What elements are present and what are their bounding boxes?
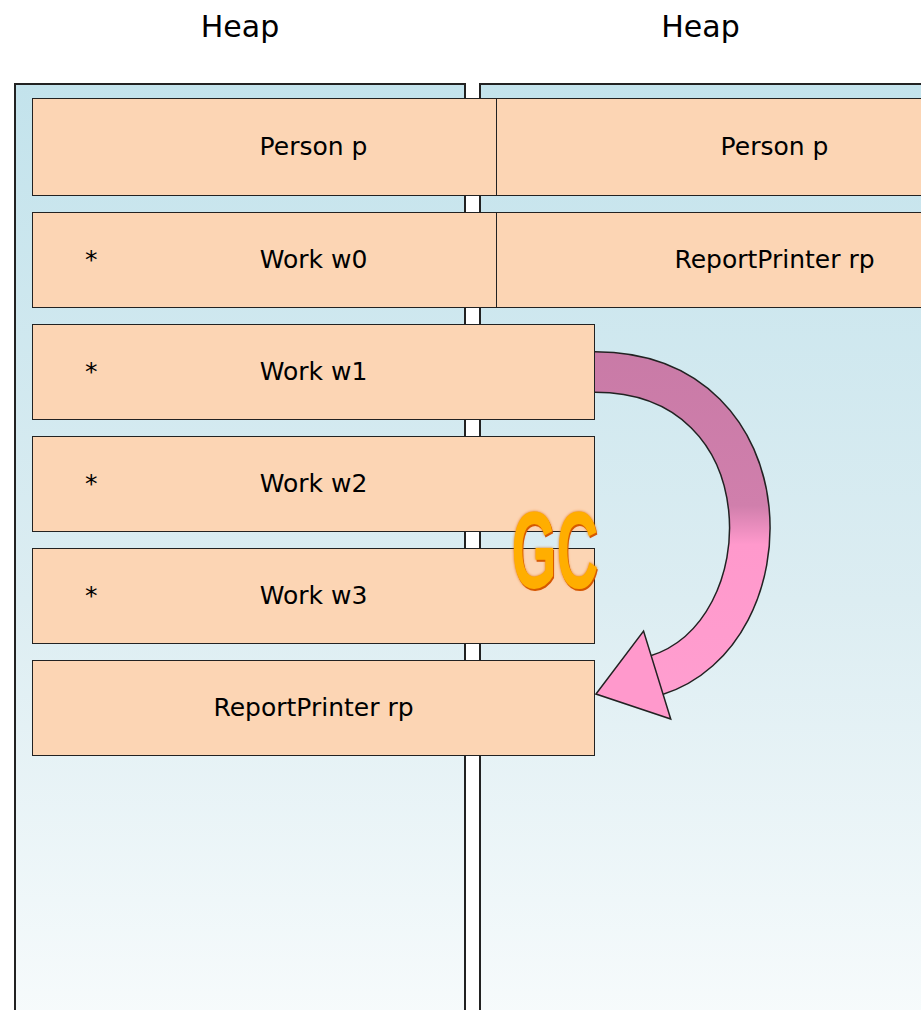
gc-label: GC xyxy=(512,486,599,613)
object-box: ReportPrinter rp xyxy=(496,212,921,308)
heap-heading: Heap xyxy=(480,9,921,44)
object-box: ReportPrinter rp xyxy=(32,660,595,756)
object-label: ReportPrinter rp xyxy=(33,693,594,722)
gc-arrow xyxy=(595,372,750,719)
object-label: Person p xyxy=(497,132,921,161)
object-label: Work w1 xyxy=(33,357,594,386)
reachability-mark: * xyxy=(85,357,98,386)
object-box: *Work w1 xyxy=(32,324,595,420)
reachability-mark: * xyxy=(85,245,98,274)
heap-panel: HeapPerson p*Work w0*Work w1*Work w2*Wor… xyxy=(15,84,465,1010)
object-box: Person p xyxy=(496,98,921,196)
reachability-mark: * xyxy=(85,469,98,498)
heap-heading: Heap xyxy=(15,9,465,44)
object-box: *Work w2 xyxy=(32,436,595,532)
arrow-band xyxy=(595,372,750,676)
reachability-mark: * xyxy=(85,581,98,610)
object-label: ReportPrinter rp xyxy=(497,245,921,274)
arrow-head xyxy=(596,631,671,719)
object-label: Work w2 xyxy=(33,469,594,498)
arrow-outline xyxy=(595,372,750,676)
object-box: *Work w3 xyxy=(32,548,595,644)
object-label: Work w3 xyxy=(33,581,594,610)
